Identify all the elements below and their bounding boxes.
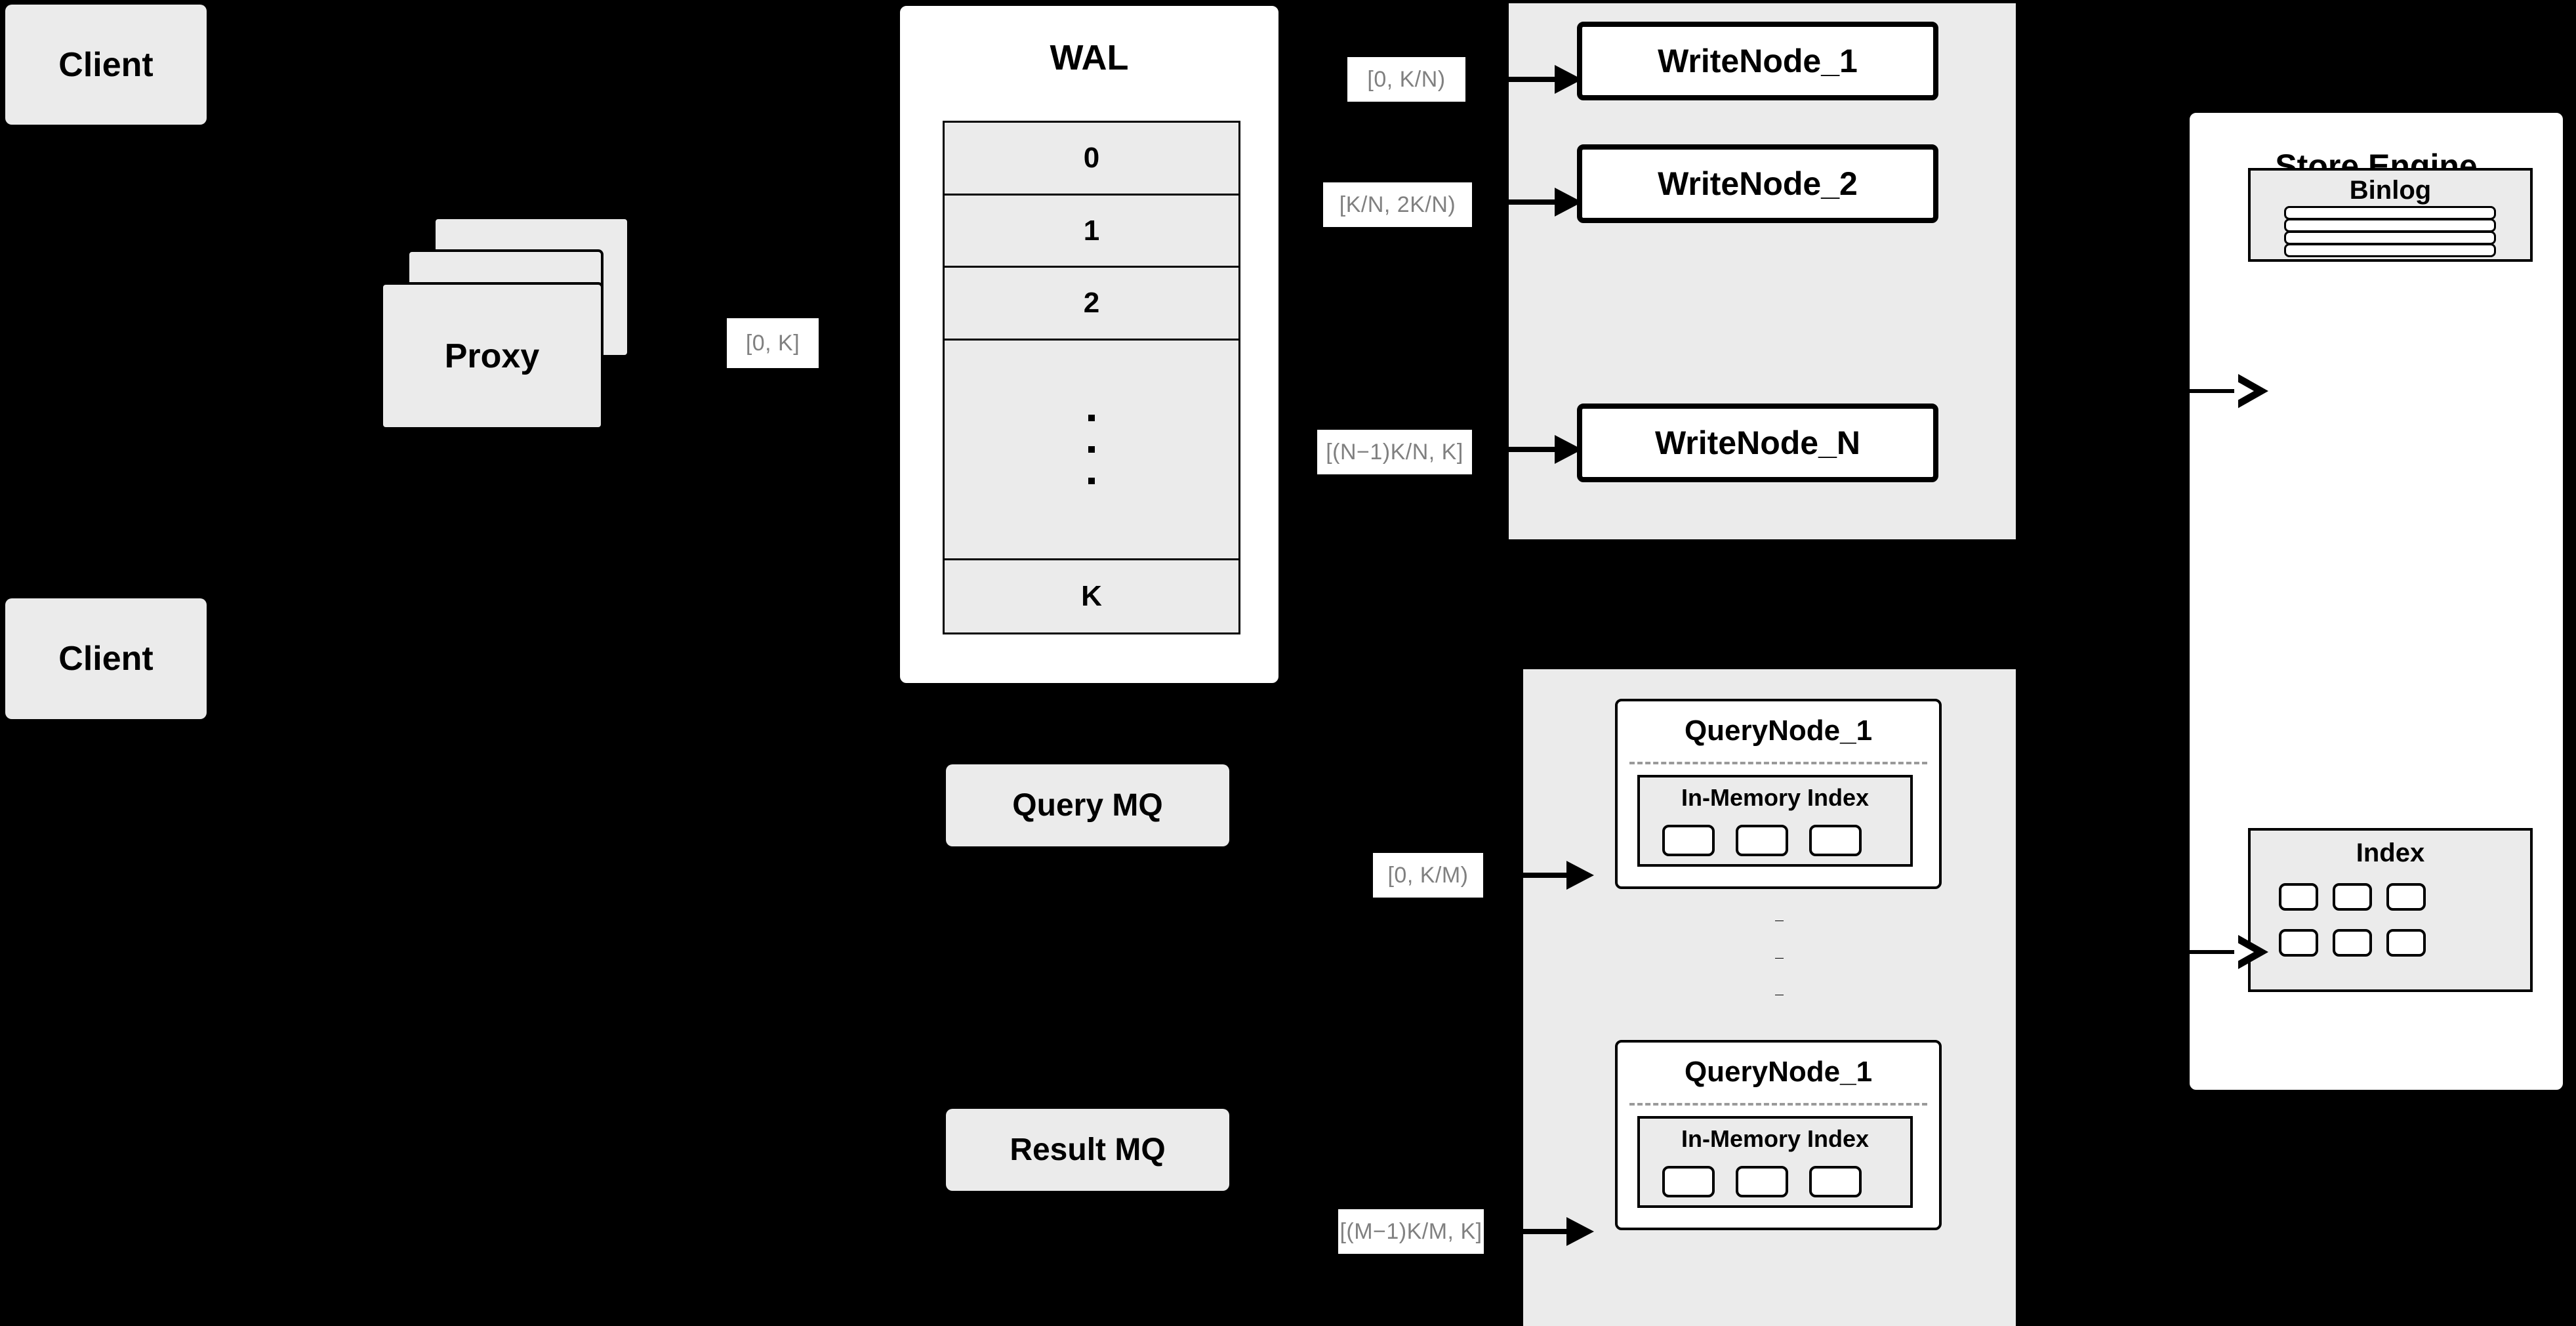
arrow-head-write-node-1 bbox=[1555, 65, 1582, 94]
binlog-segment[interactable] bbox=[2284, 243, 2496, 257]
wal-row[interactable]: 2 bbox=[945, 268, 1238, 341]
query-node-title: QueryNode_1 bbox=[1684, 715, 1873, 747]
query-node-cluster: QueryNode_1 In-Memory Index QueryNode_1 … bbox=[1523, 669, 2016, 1326]
in-memory-index-title: In-Memory Index bbox=[1681, 1125, 1870, 1152]
arrow-head-write-node-n bbox=[1555, 435, 1582, 464]
wal-row-label: K bbox=[1081, 580, 1102, 612]
arrow-to-query-node-1 bbox=[1486, 873, 1571, 878]
proxy-stack[interactable]: Proxy bbox=[380, 217, 630, 433]
query-node-1[interactable]: QueryNode_1 In-Memory Index bbox=[1615, 699, 1942, 889]
write-node-ellipsis bbox=[1725, 259, 1791, 364]
write-node-label: WriteNode_2 bbox=[1658, 165, 1858, 202]
wal-panel: WAL 0 1 2 K bbox=[897, 3, 1281, 686]
wal-title: WAL bbox=[1050, 38, 1129, 77]
wal-row-ellipsis bbox=[945, 341, 1238, 560]
arrow-to-binlog bbox=[2187, 389, 2250, 393]
query-node-2[interactable]: QueryNode_1 In-Memory Index bbox=[1615, 1040, 1942, 1230]
arrow-to-write-node-1 bbox=[1475, 77, 1560, 82]
binlog-segment[interactable] bbox=[2284, 218, 2496, 232]
write-node-label: WriteNode_N bbox=[1654, 425, 1860, 461]
wal-row[interactable]: K bbox=[945, 560, 1238, 632]
proxy-range-tag: [0, K] bbox=[727, 318, 819, 368]
write-node-1[interactable]: WriteNode_1 bbox=[1577, 22, 1938, 100]
store-index-cell[interactable] bbox=[2386, 929, 2426, 957]
wal-row-label: 0 bbox=[1083, 142, 1100, 174]
query-node-ellipsis bbox=[1746, 902, 1812, 1014]
query-node-1-range-tag: [0, K/M) bbox=[1373, 853, 1483, 898]
query-node-divider bbox=[1629, 762, 1927, 764]
binlog-title: Binlog bbox=[2349, 176, 2432, 205]
range-tag-text: [0, K/M) bbox=[1387, 862, 1469, 888]
arrow-to-store-index bbox=[2187, 950, 2250, 954]
wal-row-label: 2 bbox=[1083, 287, 1100, 319]
arrow-to-query-node-2 bbox=[1486, 1229, 1571, 1234]
index-cell[interactable] bbox=[1809, 825, 1862, 856]
query-mq-node[interactable]: Query MQ bbox=[946, 764, 1229, 846]
index-cell[interactable] bbox=[1809, 1166, 1862, 1197]
wal-row[interactable]: 1 bbox=[945, 196, 1238, 268]
query-node-title: QueryNode_1 bbox=[1684, 1056, 1873, 1088]
proxy-card-front[interactable]: Proxy bbox=[380, 282, 603, 430]
in-memory-index-title: In-Memory Index bbox=[1681, 784, 1870, 811]
arrow-head-query-node-1 bbox=[1566, 861, 1594, 890]
arrow-head-write-node-2 bbox=[1555, 188, 1582, 217]
arrow-to-write-node-n bbox=[1475, 447, 1560, 452]
wal-row-label: 1 bbox=[1083, 214, 1100, 247]
write-node-2[interactable]: WriteNode_2 bbox=[1577, 144, 1938, 223]
store-index-cell[interactable] bbox=[2386, 883, 2426, 911]
write-node-2-range-tag: [K/N, 2K/N) bbox=[1323, 182, 1472, 227]
in-memory-index-1: In-Memory Index bbox=[1637, 775, 1913, 867]
in-memory-index-2: In-Memory Index bbox=[1637, 1116, 1913, 1208]
query-node-2-range-tag: [(M−1)K/M, K] bbox=[1338, 1209, 1484, 1254]
client-label: Client bbox=[58, 640, 153, 678]
query-node-divider bbox=[1629, 1103, 1927, 1106]
write-node-label: WriteNode_1 bbox=[1658, 43, 1858, 79]
binlog-panel: Binlog bbox=[2248, 168, 2533, 262]
arrow-to-write-node-2 bbox=[1475, 199, 1560, 205]
store-index-title: Index bbox=[2356, 839, 2425, 867]
proxy-label: Proxy bbox=[444, 337, 540, 375]
wal-row[interactable]: 0 bbox=[945, 123, 1238, 196]
arrow-head-binlog bbox=[2234, 374, 2268, 408]
index-cell[interactable] bbox=[1736, 1166, 1788, 1197]
binlog-segment[interactable] bbox=[2284, 206, 2496, 220]
proxy-range-tag-text: [0, K] bbox=[745, 330, 800, 356]
binlog-segment[interactable] bbox=[2284, 231, 2496, 245]
write-node-cluster: WriteNode_1 WriteNode_2 WriteNode_N bbox=[1509, 3, 2016, 539]
range-tag-text: [K/N, 2K/N) bbox=[1339, 192, 1456, 217]
result-mq-label: Result MQ bbox=[1010, 1132, 1166, 1167]
store-index-cell[interactable] bbox=[2333, 929, 2372, 957]
index-cell[interactable] bbox=[1662, 1166, 1715, 1197]
wal-table: 0 1 2 K bbox=[943, 121, 1240, 634]
result-mq-node[interactable]: Result MQ bbox=[946, 1109, 1229, 1191]
arrow-head-store-index bbox=[2234, 935, 2268, 969]
arrow-head-query-node-2 bbox=[1566, 1217, 1594, 1246]
range-tag-text: [(M−1)K/M, K] bbox=[1339, 1218, 1482, 1244]
store-index-cell[interactable] bbox=[2279, 929, 2318, 957]
store-index-panel: Index bbox=[2248, 828, 2533, 992]
write-node-n-range-tag: [(N−1)K/N, K] bbox=[1317, 430, 1472, 474]
index-cell[interactable] bbox=[1736, 825, 1788, 856]
index-cell[interactable] bbox=[1662, 825, 1715, 856]
store-index-cell[interactable] bbox=[2333, 883, 2372, 911]
client-node-top[interactable]: Client bbox=[5, 5, 207, 125]
write-node-1-range-tag: [0, K/N) bbox=[1347, 57, 1465, 102]
range-tag-text: [0, K/N) bbox=[1367, 66, 1446, 92]
store-engine-panel: Store Engine Binlog Index bbox=[2187, 110, 2566, 1092]
range-tag-text: [(N−1)K/N, K] bbox=[1326, 439, 1463, 465]
store-index-cell[interactable] bbox=[2279, 883, 2318, 911]
write-node-n[interactable]: WriteNode_N bbox=[1577, 404, 1938, 482]
client-node-bottom[interactable]: Client bbox=[5, 598, 207, 719]
client-label: Client bbox=[58, 45, 153, 84]
query-mq-label: Query MQ bbox=[1012, 788, 1163, 823]
